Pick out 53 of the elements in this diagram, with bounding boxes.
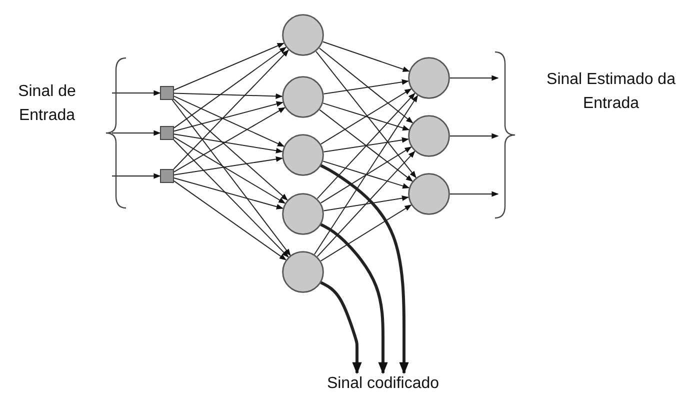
arrow: [173, 50, 289, 170]
arrow: [322, 102, 410, 131]
arrow: [174, 92, 283, 99]
arrow: [112, 90, 161, 96]
neuron-circle: [282, 193, 324, 235]
neuron-circle: [282, 134, 324, 176]
signal-label: Sinal Estimado da Entrada: [546, 70, 676, 114]
arrow: [450, 75, 499, 81]
arrow: [174, 42, 284, 91]
arrow: [450, 191, 499, 197]
neuron-circle: [282, 14, 324, 56]
arrow: [318, 48, 414, 124]
arrow: [319, 109, 413, 182]
arrow: [323, 196, 409, 212]
arrow: [322, 160, 410, 189]
arrow: [320, 204, 412, 262]
arrow: [314, 95, 418, 255]
arrow: [174, 96, 285, 147]
arrow: [316, 50, 416, 178]
arrow: [320, 88, 412, 145]
neuron-circle: [408, 173, 450, 215]
arrow: [174, 98, 288, 201]
arrow: [320, 146, 412, 204]
arrow: [316, 150, 416, 258]
arrow: [112, 173, 161, 179]
arrow: [323, 137, 409, 152]
arrow: [322, 41, 410, 72]
thick-arrow: [320, 164, 409, 374]
thick-arrow: [320, 281, 362, 374]
neuron-circle: [408, 115, 450, 157]
arrow: [174, 136, 286, 204]
arrow: [174, 177, 284, 210]
arrow: [323, 79, 409, 94]
arrow: [174, 156, 283, 176]
signal-label: Sinal de Entrada: [17, 82, 77, 126]
arrow: [173, 140, 289, 258]
arrow: [172, 100, 291, 256]
neuron-circle: [282, 251, 324, 293]
arrow: [174, 107, 286, 172]
arrow: [174, 101, 284, 132]
arrow: [174, 134, 283, 154]
arrow: [174, 46, 287, 128]
neuron-circle: [408, 57, 450, 99]
arrow: [112, 130, 161, 136]
input-square: [160, 126, 174, 140]
thick-arrow: [320, 223, 388, 374]
neuron-circle: [282, 76, 324, 118]
arrow: [174, 180, 286, 260]
output-label: Sinal codificado: [308, 373, 458, 395]
arrow: [450, 133, 499, 139]
input-square: [160, 169, 174, 183]
arrow: [316, 92, 416, 200]
input-square: [160, 86, 174, 100]
